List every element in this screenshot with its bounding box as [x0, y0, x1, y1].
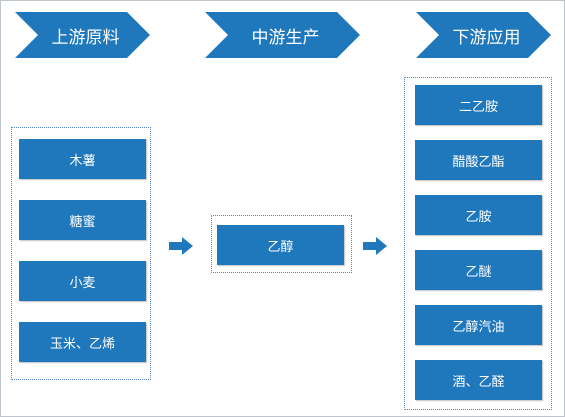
downstream-item: 二乙胺 [415, 85, 542, 125]
downstream-item-label: 醋酸乙酯 [452, 154, 505, 170]
upstream-item-label: 糖蜜 [69, 214, 96, 230]
upstream-item: 玉米、乙烯 [19, 322, 146, 362]
downstream-item: 乙醇汽油 [415, 305, 542, 345]
upstream-item-label: 玉米、乙烯 [49, 336, 115, 352]
upstream-group [11, 127, 151, 380]
upstream-item: 糖蜜 [19, 200, 146, 240]
upstream-item: 小麦 [19, 261, 146, 301]
downstream-item-label: 二乙胺 [458, 99, 498, 115]
stage-midstream-chevron: 中游生产 [205, 12, 360, 58]
downstream-item: 乙醚 [415, 250, 542, 290]
flow-arrow-icon [363, 237, 387, 255]
midstream-item-label: 乙醇 [267, 239, 294, 255]
downstream-item-label: 酒、乙醛 [452, 374, 505, 390]
downstream-group [404, 77, 552, 410]
stage-downstream-label: 下游应用 [452, 27, 521, 48]
stage-upstream-label: 上游原料 [51, 27, 120, 48]
stage-upstream-chevron: 上游原料 [15, 12, 150, 58]
downstream-item-label: 乙胺 [465, 209, 492, 225]
stage-midstream-label: 中游生产 [251, 27, 320, 48]
upstream-item-label: 木薯 [69, 153, 96, 169]
downstream-item-label: 乙醇汽油 [452, 319, 505, 335]
flow-arrow-icon [169, 237, 193, 255]
downstream-item: 酒、乙醛 [415, 360, 542, 400]
midstream-item: 乙醇 [217, 225, 344, 265]
stage-downstream-chevron: 下游应用 [416, 12, 551, 58]
downstream-item: 醋酸乙酯 [415, 140, 542, 180]
downstream-item: 乙胺 [415, 195, 542, 235]
upstream-item-label: 小麦 [69, 275, 96, 291]
downstream-item-label: 乙醚 [465, 264, 492, 280]
midstream-group [211, 215, 352, 273]
upstream-item: 木薯 [19, 139, 146, 179]
